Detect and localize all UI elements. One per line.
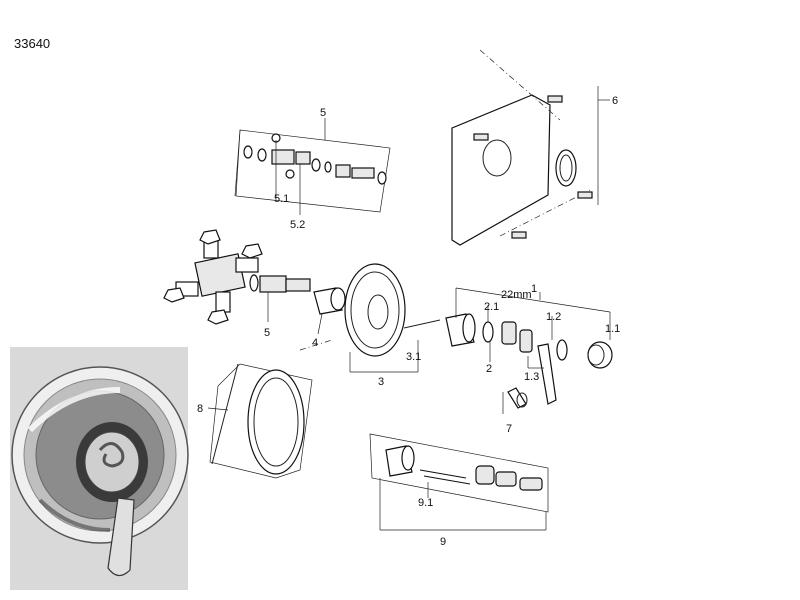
part-5-cartridge [249,274,311,322]
label-5-cartridge: 5 [264,327,270,339]
part-4-sleeve [313,287,346,335]
label-1-2: 1.2 [546,311,561,323]
label-3-1: 3.1 [406,351,421,363]
label-9: 9 [440,536,446,548]
label-2-1: 2.1 [484,301,499,313]
label-7: 7 [506,423,512,435]
label-1-3: 1.3 [524,371,539,383]
part-3-rosette [344,263,441,373]
part-2-adapter [445,305,494,362]
label-1-1: 1.1 [605,323,620,335]
label-1: 1 [531,283,537,295]
part-1-handle-assembly [455,287,613,405]
article-number: 33640 [14,36,50,51]
part-8-extension-sleeve [207,339,333,479]
part-5-internal-components [243,133,387,215]
label-3: 3 [378,376,384,388]
part-7-clip [502,387,528,414]
diverter-body [163,229,263,325]
label-5-1: 5.1 [274,193,289,205]
label-2: 2 [486,363,492,375]
label-9-1: 9.1 [418,497,433,509]
part-6-cover-plate [451,49,610,246]
label-5-2: 5.2 [290,219,305,231]
part-9-extension-set [369,433,549,531]
dimension-22mm: 22mm [501,289,532,301]
product-photo [10,347,189,590]
label-5-group: 5 [320,107,326,119]
label-6: 6 [612,95,618,107]
label-8: 8 [197,403,203,415]
part-5-group-bracket [234,118,391,213]
label-4: 4 [312,337,318,349]
